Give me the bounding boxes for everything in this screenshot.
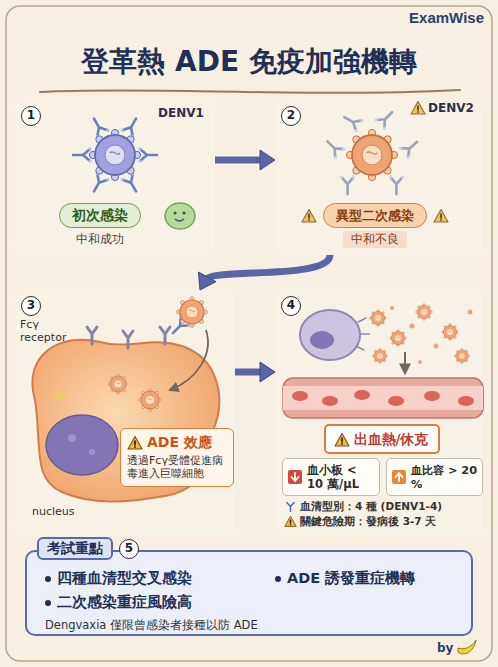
virus-label: DENV2 bbox=[428, 101, 474, 115]
antibody-icon bbox=[287, 502, 294, 511]
step-number: 3 bbox=[21, 296, 41, 316]
bullet-point: 二次感染重症風險高 bbox=[43, 594, 192, 611]
arrow-shaft bbox=[206, 255, 330, 279]
pill-label: 初次感染 bbox=[59, 203, 141, 228]
outcome-pill: 初次感染中和成功 bbox=[59, 203, 141, 248]
stage-panel: 1 初次感染中和成功 bbox=[15, 100, 215, 255]
callout-number: 5 bbox=[119, 539, 139, 559]
part-label: Fcγ receptor bbox=[20, 318, 76, 344]
box-heading: 出血熱/休克 bbox=[354, 430, 429, 448]
box-body: 透過Fcγ受體促進病毒進入巨噬細胞 bbox=[127, 454, 227, 480]
lab-value-box: 血小板 < 10 萬/μL bbox=[282, 458, 380, 496]
warning-icon bbox=[128, 437, 142, 450]
step-number: 1 bbox=[21, 106, 41, 126]
warning-icon bbox=[285, 516, 296, 526]
bullet-point: 四種血清型交叉感染 bbox=[43, 570, 192, 587]
part-label: nucleus bbox=[32, 505, 75, 518]
step-number: 2 bbox=[281, 106, 301, 126]
arrow-head bbox=[260, 150, 275, 170]
down-arrow-icon bbox=[288, 470, 302, 484]
bullet-point: ADE 誘發重症機轉 bbox=[273, 570, 415, 587]
box-heading: 考試重點 bbox=[37, 537, 113, 560]
result-note: 中和成功 bbox=[68, 231, 132, 248]
effect-box: ADE 效應透過Fcγ受體促進病毒進入巨噬細胞 bbox=[120, 428, 234, 487]
arrow-head bbox=[198, 272, 216, 290]
lab-value: 血比容 > 20 % bbox=[411, 463, 478, 491]
lab-value: 血小板 < 10 萬/μL bbox=[307, 463, 375, 491]
outcome-pill: 異型二次感染中和不良 bbox=[323, 203, 427, 248]
warning-icon bbox=[284, 515, 297, 528]
page-frame bbox=[6, 6, 492, 661]
fact-note: 關鍵危險期：發病後 3-7 天 bbox=[300, 515, 436, 528]
pill-label: 異型二次感染 bbox=[323, 203, 427, 228]
brand-mark: ExamWise bbox=[409, 9, 484, 26]
up-arrow-icon bbox=[391, 469, 407, 485]
title-swash bbox=[40, 90, 460, 93]
outcome-box: 出血熱/休克 bbox=[324, 424, 441, 454]
flow-arrow bbox=[235, 362, 275, 382]
warning-icon bbox=[127, 435, 143, 451]
arrow-shaft bbox=[215, 157, 263, 164]
stage-panel: 4 出血熱/休克血小板 < 10 萬/μL 血比容 > 20 % bbox=[275, 290, 483, 535]
result-note: 中和不良 bbox=[343, 231, 407, 248]
banana-icon bbox=[458, 640, 476, 654]
flow-arrow bbox=[215, 150, 275, 170]
credit-mark: by bbox=[437, 641, 453, 655]
box-heading: ADE 效應 bbox=[127, 434, 227, 451]
arrow-shaft bbox=[235, 369, 263, 376]
down-arrow-icon bbox=[287, 469, 303, 485]
diagram-title: 登革熱 ADE 免疫加強機轉 bbox=[0, 44, 498, 80]
warning-icon bbox=[334, 432, 350, 448]
step-number: 4 bbox=[281, 296, 301, 316]
fact-note: 血清型別：4 種 (DENV1-4) bbox=[300, 500, 442, 513]
up-arrow-icon bbox=[392, 470, 406, 484]
stage-panel: 3ADE 效應透過Fcγ受體促進病毒進入巨噬細胞 bbox=[15, 290, 235, 535]
antibody-icon bbox=[284, 500, 297, 513]
flow-arrow bbox=[198, 255, 330, 290]
key-points-box: 考試重點四種血清型交叉感染ADE 誘發重症機轉二次感染重症風險高Dengvaxi… bbox=[25, 550, 473, 636]
stage-panel: 2 異型二次感染中和不良 bbox=[275, 100, 483, 255]
arrow-head bbox=[260, 362, 275, 382]
virus-label: DENV1 bbox=[158, 106, 204, 120]
lab-value-box: 血比容 > 20 % bbox=[386, 458, 483, 496]
label-row: 血清型別：4 種 (DENV1-4) bbox=[284, 500, 442, 513]
warning-icon bbox=[335, 434, 349, 447]
note-text: Dengvaxia 僅限曾感染者接種以防 ADE bbox=[45, 618, 258, 632]
label-row: 關鍵危險期：發病後 3-7 天 bbox=[284, 515, 436, 528]
